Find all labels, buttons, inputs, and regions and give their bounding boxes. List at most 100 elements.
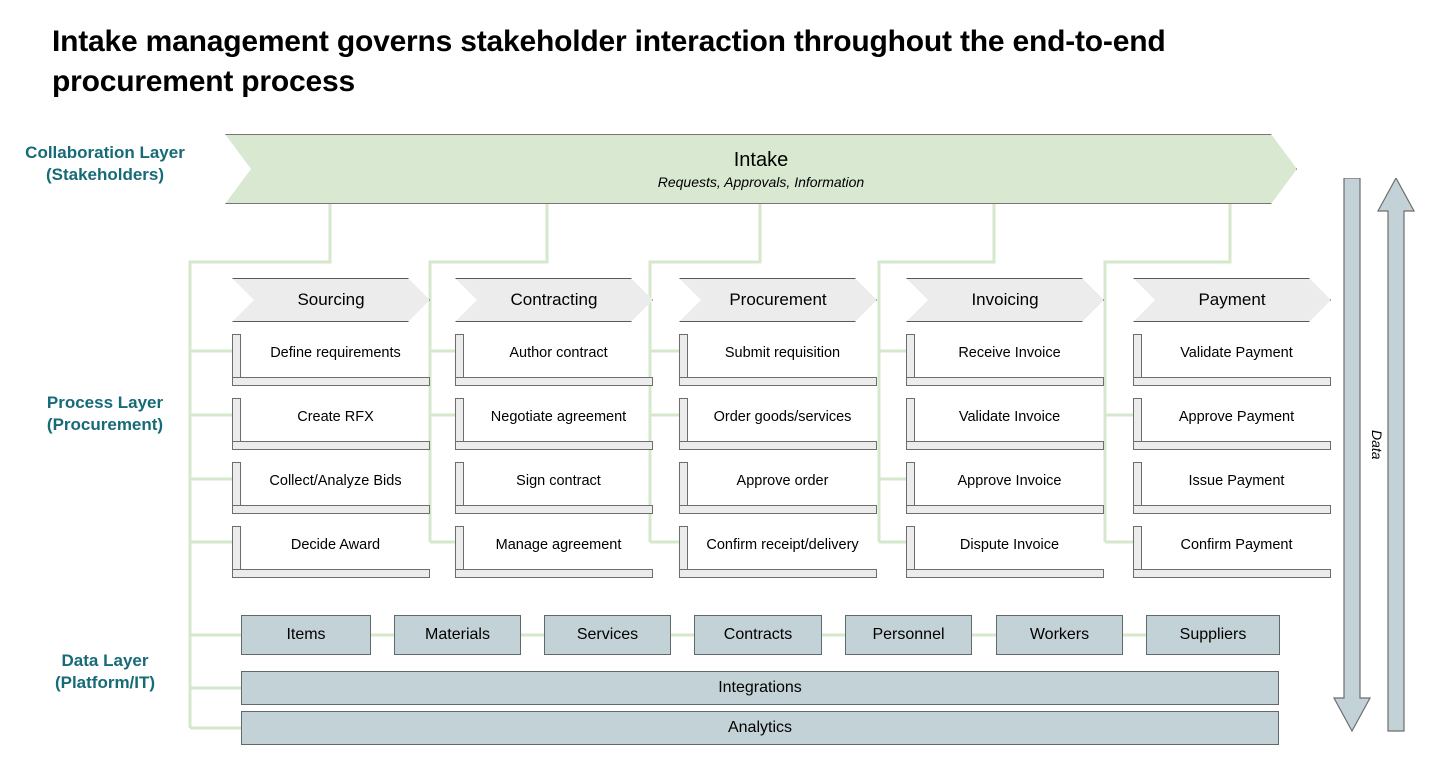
task-bracket-vertical [1133, 398, 1142, 443]
page-title: Intake management governs stakeholder in… [52, 25, 1166, 98]
data-chip-suppliers[interactable]: Suppliers [1146, 615, 1280, 655]
task-bracket-horizontal [232, 441, 430, 450]
task-bracket-vertical [906, 334, 915, 379]
process-task[interactable]: Issue Payment [1133, 462, 1331, 514]
data-chip-label: Workers [1029, 626, 1090, 643]
data-flow-arrows [1332, 178, 1416, 733]
arrow-down-icon [1332, 178, 1372, 733]
task-bracket-horizontal [679, 569, 877, 578]
process-task[interactable]: Manage agreement [455, 526, 653, 578]
task-bracket-horizontal [679, 377, 877, 386]
task-label: Validate Invoice [958, 409, 1061, 425]
task-bracket-vertical [906, 526, 915, 571]
task-bracket-horizontal [906, 377, 1104, 386]
task-label: Approve order [736, 473, 829, 489]
process-column-title: Invoicing [971, 290, 1039, 309]
data-chip-materials[interactable]: Materials [394, 615, 521, 655]
task-bracket-vertical [455, 526, 464, 571]
task-bracket-horizontal [1133, 377, 1331, 386]
data-chip-services[interactable]: Services [544, 615, 671, 655]
task-label: Author contract [509, 345, 608, 361]
data-chip-contracts[interactable]: Contracts [694, 615, 822, 655]
process-task[interactable]: Approve order [679, 462, 877, 514]
process-task[interactable]: Decide Award [232, 526, 430, 578]
task-bracket-horizontal [232, 505, 430, 514]
task-bracket-vertical [232, 526, 241, 571]
process-task[interactable]: Negotiate agreement [455, 398, 653, 450]
task-label: Manage agreement [495, 537, 622, 553]
layer-label-data-line1: Data Layer [61, 651, 149, 670]
process-task[interactable]: Order goods/services [679, 398, 877, 450]
process-task[interactable]: Create RFX [232, 398, 430, 450]
process-task[interactable]: Approve Invoice [906, 462, 1104, 514]
layer-label-data: Data Layer (Platform/IT) [0, 650, 210, 695]
task-label: Collect/Analyze Bids [269, 473, 402, 489]
layer-label-collaboration-line2: (Stakeholders) [45, 165, 165, 185]
task-bracket-horizontal [455, 377, 653, 386]
process-task[interactable]: Author contract [455, 334, 653, 386]
process-task[interactable]: Sign contract [455, 462, 653, 514]
task-label: Confirm receipt/delivery [706, 537, 859, 553]
process-column-title: Sourcing [297, 290, 365, 309]
data-bar-integrations[interactable]: Integrations [241, 671, 1279, 705]
data-chip-label: Personnel [872, 626, 945, 643]
task-bracket-vertical [679, 462, 688, 507]
task-label: Validate Payment [1180, 345, 1293, 361]
layer-label-collaboration-line1: Collaboration Layer [25, 143, 185, 162]
process-task[interactable]: Collect/Analyze Bids [232, 462, 430, 514]
process-column-header[interactable]: Invoicing [906, 278, 1104, 322]
task-bracket-vertical [1133, 526, 1142, 571]
arrow-up-icon [1376, 178, 1416, 732]
layer-label-process-line1: Process Layer [46, 393, 164, 412]
task-bracket-vertical [906, 398, 915, 443]
process-task[interactable]: Validate Payment [1133, 334, 1331, 386]
task-bracket-vertical [455, 462, 464, 507]
process-column-sourcing: Sourcing Define requirements Create RFX … [232, 278, 430, 578]
data-chip-personnel[interactable]: Personnel [845, 615, 972, 655]
process-column-title: Contracting [510, 290, 598, 309]
process-task[interactable]: Dispute Invoice [906, 526, 1104, 578]
task-label: Confirm Payment [1180, 537, 1293, 553]
task-bracket-horizontal [1133, 441, 1331, 450]
task-label: Submit requisition [724, 345, 841, 361]
task-bracket-vertical [1133, 334, 1142, 379]
layer-label-data-line2: (Platform/IT) [54, 673, 156, 693]
process-column-header[interactable]: Contracting [455, 278, 653, 322]
process-task[interactable]: Define requirements [232, 334, 430, 386]
data-chip-label: Services [576, 626, 639, 643]
data-bar-analytics[interactable]: Analytics [241, 711, 1279, 745]
task-bracket-horizontal [679, 505, 877, 514]
task-label: Create RFX [297, 409, 374, 425]
task-bracket-vertical [455, 398, 464, 443]
task-bracket-vertical [232, 334, 241, 379]
task-bracket-vertical [1133, 462, 1142, 507]
process-column-title: Payment [1198, 290, 1266, 309]
process-column-header[interactable]: Sourcing [232, 278, 430, 322]
process-task[interactable]: Confirm receipt/delivery [679, 526, 877, 578]
task-bracket-horizontal [906, 569, 1104, 578]
process-task[interactable]: Confirm Payment [1133, 526, 1331, 578]
task-label: Receive Invoice [958, 345, 1061, 361]
layer-label-process-line2: (Procurement) [46, 415, 164, 435]
task-bracket-horizontal [1133, 505, 1331, 514]
task-bracket-vertical [232, 462, 241, 507]
task-bracket-horizontal [679, 441, 877, 450]
process-column-header[interactable]: Procurement [679, 278, 877, 322]
collaboration-banner-title: Intake [733, 148, 789, 171]
process-task[interactable]: Receive Invoice [906, 334, 1104, 386]
process-task[interactable]: Submit requisition [679, 334, 877, 386]
process-column-header[interactable]: Payment [1133, 278, 1331, 322]
process-task[interactable]: Validate Invoice [906, 398, 1104, 450]
data-bar-label: Integrations [718, 679, 802, 696]
process-task[interactable]: Approve Payment [1133, 398, 1331, 450]
data-chip-label: Contracts [723, 626, 793, 643]
data-chip-label: Materials [425, 626, 490, 643]
process-column-procurement: Procurement Submit requisition Order goo… [679, 278, 877, 578]
task-bracket-horizontal [906, 441, 1104, 450]
data-chip-workers[interactable]: Workers [996, 615, 1123, 655]
task-bracket-horizontal [455, 505, 653, 514]
data-chip-items[interactable]: Items [241, 615, 371, 655]
task-bracket-horizontal [455, 569, 653, 578]
data-bar-label: Analytics [727, 719, 793, 736]
